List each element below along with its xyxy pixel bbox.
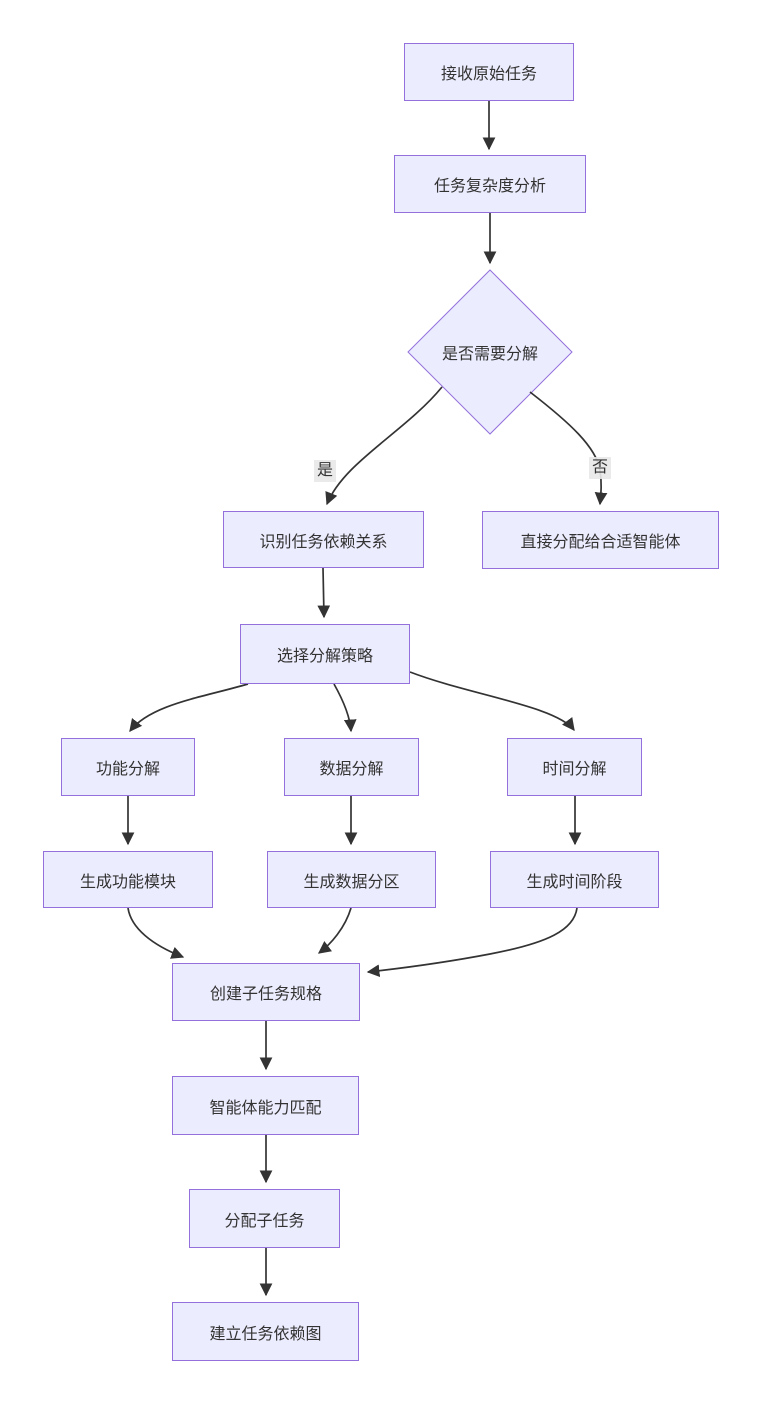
edge-decision-direct <box>529 391 608 506</box>
node-identify: 识别任务依赖关系 <box>223 511 424 568</box>
node-data: 数据分解 <box>284 738 419 796</box>
node-gentime: 生成时间阶段 <box>490 851 659 908</box>
node-graph: 建立任务依赖图 <box>172 1302 359 1361</box>
node-decision-label: 是否需要分解 <box>441 346 538 363</box>
node-strategy: 选择分解策略 <box>240 624 410 684</box>
node-spec: 创建子任务规格 <box>172 963 360 1021</box>
edge-decision-identify <box>325 386 443 506</box>
edge-gentime-spec <box>366 907 578 978</box>
node-gendata: 生成数据分区 <box>267 851 436 908</box>
node-genfunc: 生成功能模块 <box>43 851 213 908</box>
edge-genfunc-spec <box>127 907 185 959</box>
node-func: 功能分解 <box>61 738 195 796</box>
node-direct: 直接分配给合适智能体 <box>482 511 719 569</box>
edge-strategy-data <box>333 683 357 733</box>
edge-gendata-spec <box>317 907 352 954</box>
node-assign: 分配子任务 <box>189 1189 340 1248</box>
edge-label-yes: 是 <box>313 460 337 482</box>
edge-strategy-func <box>129 683 249 733</box>
edge-label-no: 否 <box>588 457 612 479</box>
edge-identify-strategy <box>317 567 331 619</box>
edge-strategy-time <box>409 671 575 732</box>
node-receive: 接收原始任务 <box>404 43 574 101</box>
node-match: 智能体能力匹配 <box>172 1076 359 1135</box>
node-time: 时间分解 <box>507 738 642 796</box>
node-analyze: 任务复杂度分析 <box>394 155 586 213</box>
